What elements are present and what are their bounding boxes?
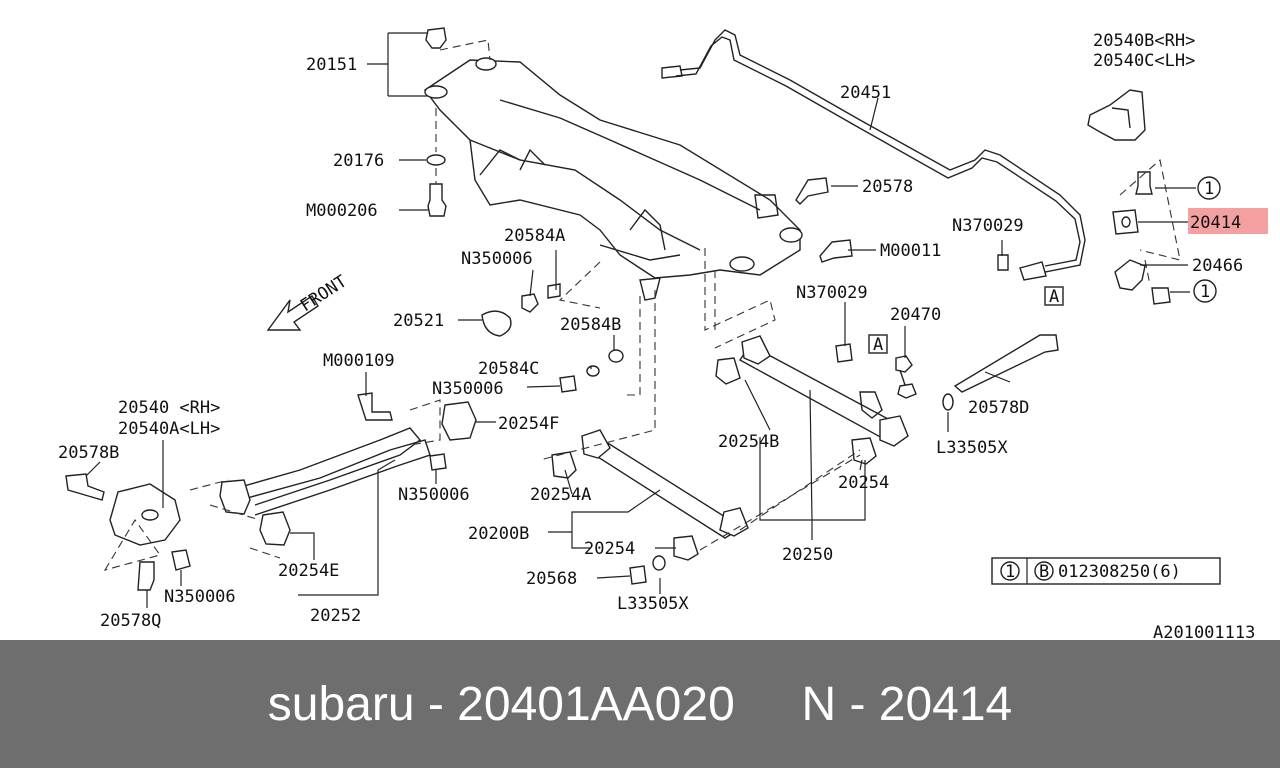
part-label: 20578D — [968, 398, 1029, 418]
part-label: 20584A — [504, 226, 565, 246]
legend-box: 1 B 012308250(6) — [991, 557, 1221, 585]
part-label: 20584C — [478, 359, 539, 379]
part-label: 20540B<RH> — [1093, 31, 1195, 51]
part-label: N350006 — [164, 587, 236, 607]
part-label: 20200B — [468, 524, 529, 544]
parts-diagram: FRONT A A 1 1 1 B 012308250(6) 20151 201… — [58, 27, 1268, 640]
assembly-lines — [103, 39, 1181, 571]
part-label: L33505X — [617, 594, 689, 614]
leader-lines — [85, 32, 1196, 608]
part-label: M000109 — [323, 351, 395, 371]
part-label: N350006 — [461, 249, 533, 269]
part-label: 20151 — [306, 55, 357, 75]
part-label: M00011 — [880, 241, 941, 261]
part-label: N370029 — [796, 283, 868, 303]
part-label: 20470 — [890, 305, 941, 325]
lower-arms-drawing — [551, 335, 909, 585]
callout-a-label: A — [1049, 287, 1059, 307]
callout-a-label: A — [873, 335, 883, 355]
callout-markers: A A 1 1 — [868, 176, 1221, 355]
part-label: 20250 — [782, 545, 833, 565]
part-label-highlighted: 20414 — [1190, 213, 1241, 233]
part-labels: 20151 20176 M000206 20584A N350006 20521… — [58, 31, 1255, 640]
part-label: 20254F — [498, 414, 559, 434]
left-small-parts — [425, 27, 853, 393]
bracket-20540b-drawing — [1087, 89, 1171, 305]
circle-1-label: 1 — [1200, 282, 1210, 302]
front-arrow: FRONT — [266, 272, 351, 331]
stabilizer-link-drawing — [895, 334, 1059, 411]
part-label: 20578 — [862, 177, 913, 197]
front-label: FRONT — [297, 272, 351, 317]
legend-number: 1 — [1005, 562, 1015, 582]
part-label: M000206 — [306, 201, 378, 221]
part-label: N350006 — [432, 379, 504, 399]
part-label: L33505X — [936, 438, 1008, 458]
part-label: 20540A<LH> — [118, 419, 220, 439]
part-label: N370029 — [952, 216, 1024, 236]
part-label: 20252 — [310, 606, 361, 626]
part-label: 20254A — [530, 485, 591, 505]
caption-text: subaru - 20401AA020 N - 20414 — [267, 677, 1013, 731]
part-label: 20540 <RH> — [118, 398, 220, 418]
part-20414-highlight — [1188, 208, 1268, 234]
part-label: 20568 — [526, 569, 577, 589]
part-label: 20540C<LH> — [1093, 51, 1195, 71]
caption-bar: subaru - 20401AA020 N - 20414 — [0, 640, 1280, 768]
legend-letter: B — [1039, 562, 1049, 582]
part-label: N350006 — [398, 485, 470, 505]
part-label: 20521 — [393, 311, 444, 331]
part-label: 20254 — [584, 539, 635, 559]
crossmember-drawing — [423, 57, 803, 301]
stabilizer-bar-drawing — [661, 29, 1086, 281]
reference-code: A201001113 — [1153, 623, 1255, 640]
part-label: 20584B — [560, 315, 621, 335]
lateral-link-20252-drawing — [219, 392, 477, 546]
legend-part-number: 012308250(6) — [1058, 562, 1181, 582]
part-label: 20254 — [838, 473, 889, 493]
part-label: 20578B — [58, 443, 119, 463]
part-label: 20254B — [718, 432, 779, 452]
bracket-20540-drawing — [65, 473, 191, 591]
part-label: 20466 — [1192, 256, 1243, 276]
part-label: 20254E — [278, 561, 339, 581]
circle-1-label: 1 — [1204, 179, 1214, 199]
part-label: 20578Q — [100, 611, 161, 631]
part-label: 20176 — [333, 151, 384, 171]
part-label: 20451 — [840, 83, 891, 103]
